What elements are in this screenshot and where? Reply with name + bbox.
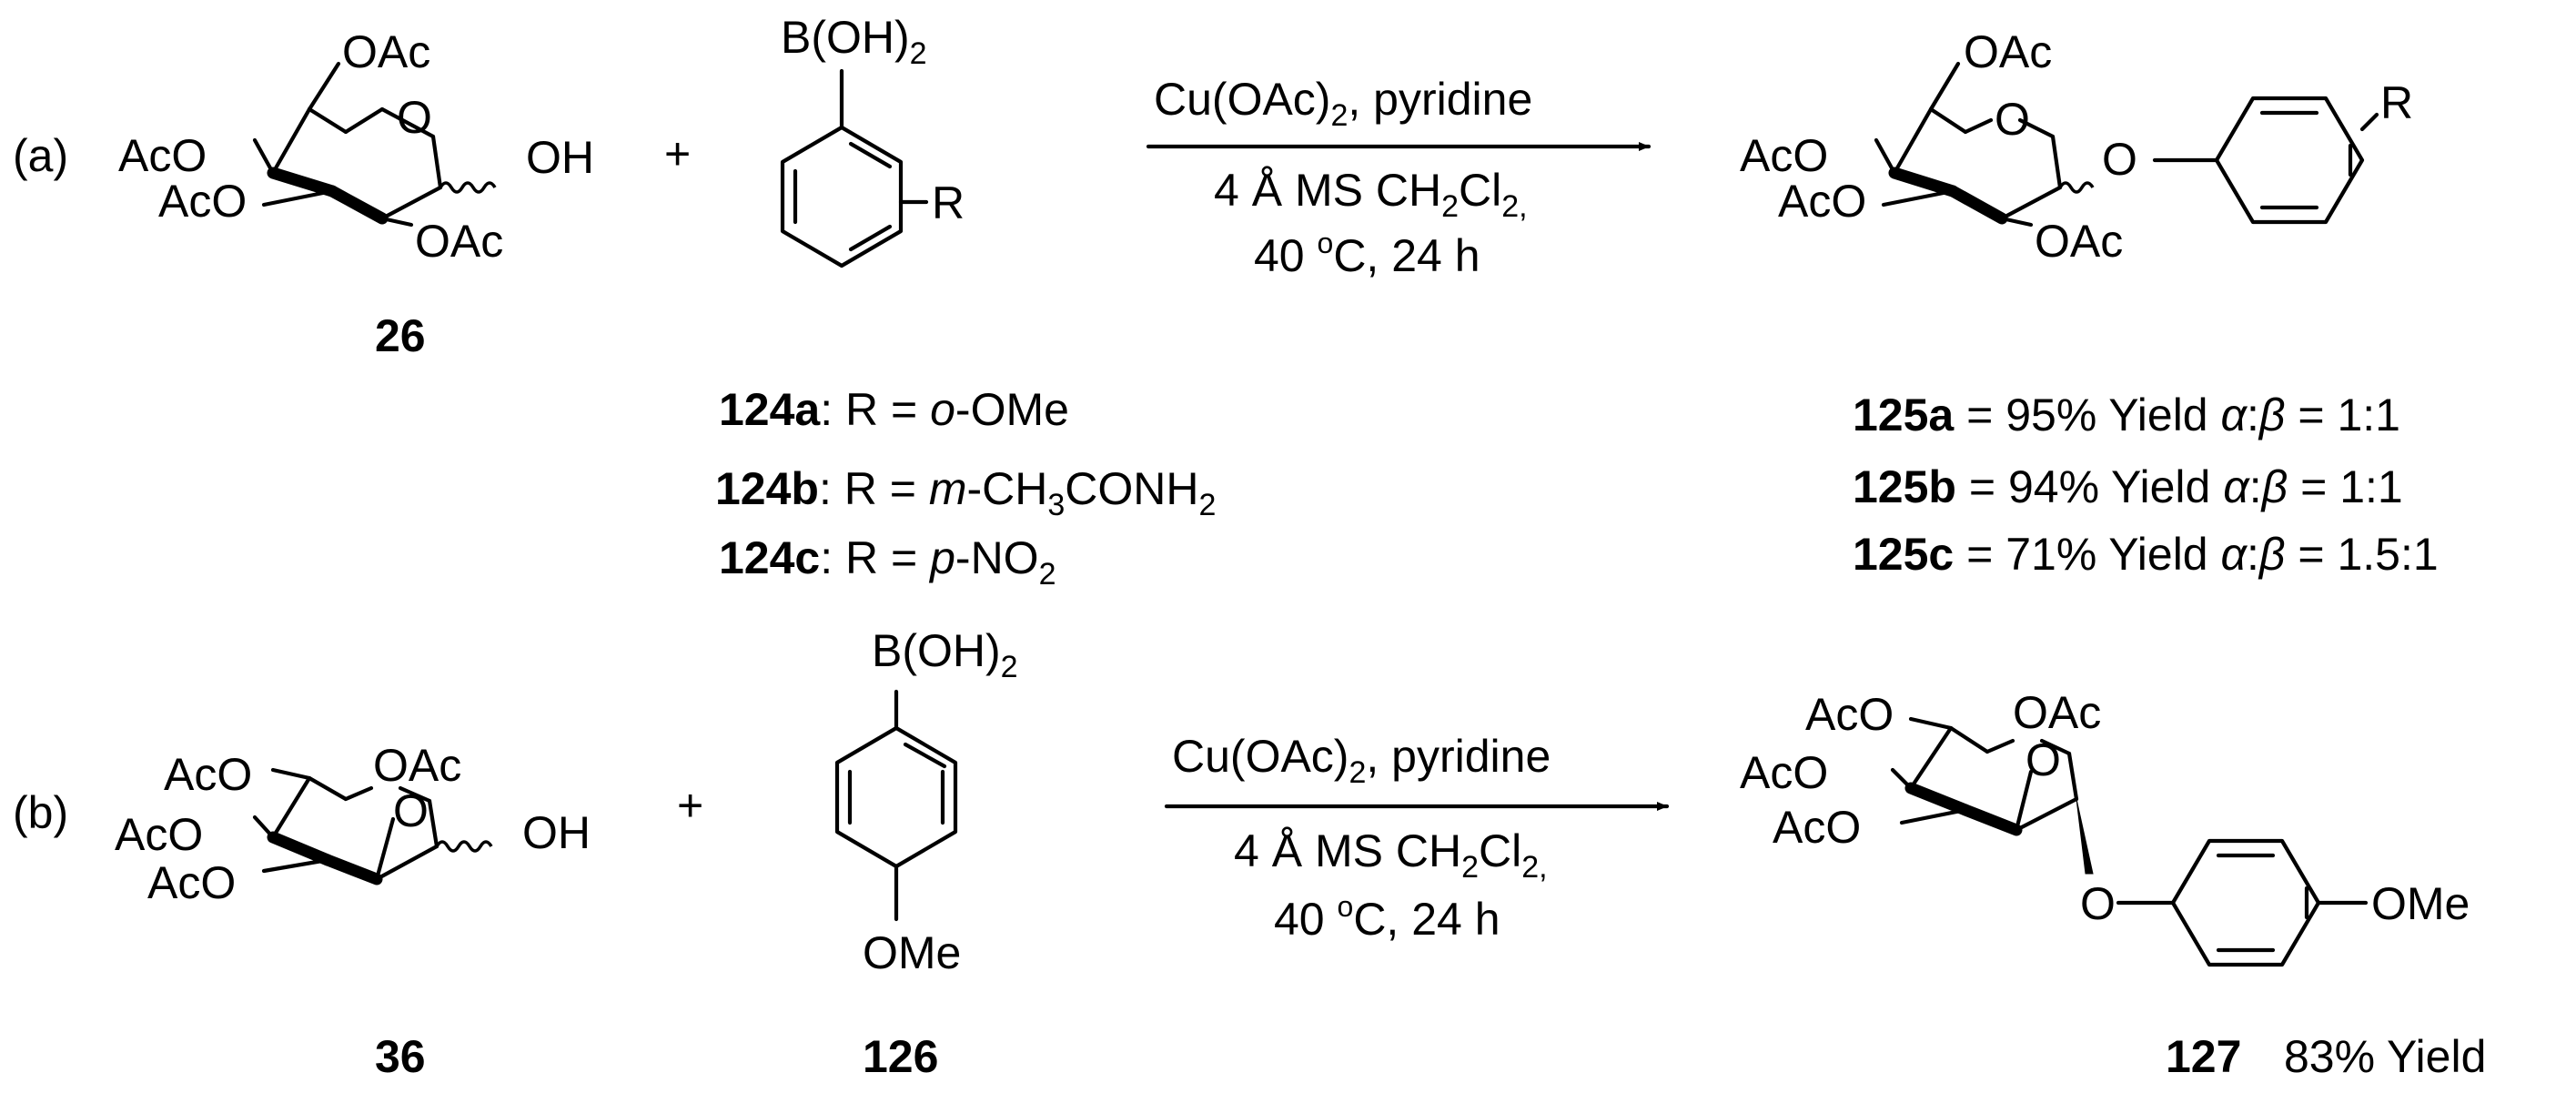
atom-oh: OH	[526, 132, 594, 183]
atom-aco: AcO	[1778, 176, 1866, 227]
ring-oxygen: O	[393, 785, 429, 836]
compound-label-26: 26	[375, 310, 426, 361]
compound-label-127: 127	[2166, 1031, 2241, 1082]
atom-aco: AcO	[1740, 130, 1828, 181]
scheme-a-tag: (a)	[13, 130, 68, 181]
r-group-list: 124a: R = o-OMe 124b: R = m-CH3CONH2 124…	[715, 384, 1216, 592]
atom-r: R	[2380, 77, 2413, 128]
conditions-line3: 40 oC, 24 h	[1274, 890, 1500, 945]
atom-aco: AcO	[164, 749, 252, 800]
conditions-line2: 4 Å MS CH2Cl2,	[1214, 165, 1528, 224]
atom-aco: AcO	[118, 130, 207, 181]
plus-sign: +	[677, 780, 703, 831]
atom-boronic: B(OH)2	[781, 12, 927, 71]
atom-aco: AcO	[1805, 689, 1894, 740]
atom-oac: OAc	[342, 26, 430, 77]
atom-aco: AcO	[115, 809, 203, 860]
result-125b: 125b = 94% Yield α:β = 1:1	[1853, 461, 2403, 512]
result-125c: 125c = 71% Yield α:β = 1.5:1	[1853, 529, 2439, 580]
result-125a: 125a = 95% Yield α:β = 1:1	[1853, 390, 2400, 440]
conditions-line3: 40 oC, 24 h	[1254, 227, 1480, 281]
ring-oxygen: O	[397, 92, 432, 143]
conditions-line2: 4 Å MS CH2Cl2,	[1234, 825, 1548, 885]
atom-ome: OMe	[863, 927, 961, 978]
atom-oh: OH	[522, 807, 591, 858]
atom-oac: OAc	[415, 216, 503, 267]
atom-oac: OAc	[373, 740, 461, 791]
methoxyphenylboronic-acid-structure	[834, 689, 958, 922]
mannose-tetraacetate-structure	[252, 767, 493, 885]
atom-aco: AcO	[158, 176, 247, 227]
aryl-mannoside-product-structure	[1890, 716, 2369, 967]
conditions-line1: Cu(OAc)2, pyridine	[1154, 74, 1532, 133]
product-yield: 83% Yield	[2284, 1031, 2486, 1082]
atom-ome: OMe	[2371, 878, 2470, 929]
r-group-124c: 124c: R = p-NO2	[719, 532, 1056, 592]
atom-oac: OAc	[2013, 687, 2101, 738]
results-list: 125a = 95% Yield α:β = 1:1 125b = 94% Yi…	[1853, 390, 2439, 580]
compound-label-36: 36	[375, 1031, 426, 1082]
atom-r: R	[932, 177, 965, 228]
ring-oxygen: O	[1995, 94, 2030, 145]
ring-oxygen: O	[2025, 734, 2061, 785]
r-group-124b: 124b: R = m-CH3CONH2	[715, 463, 1216, 522]
atom-boronic: B(OH)2	[872, 625, 1018, 684]
aryl-glucoside-product-structure	[1874, 61, 2379, 228]
atom-aco: AcO	[147, 857, 236, 908]
scheme-b-tag: (b)	[13, 787, 68, 838]
conditions-line1: Cu(OAc)2, pyridine	[1172, 731, 1551, 790]
glycosidic-oxygen: O	[2080, 878, 2116, 929]
compound-label-126: 126	[863, 1031, 938, 1082]
glycosidic-oxygen: O	[2102, 134, 2137, 185]
atom-aco: AcO	[1740, 747, 1828, 798]
atom-aco: AcO	[1773, 802, 1861, 853]
atom-oac: OAc	[1964, 26, 2052, 77]
plus-sign: +	[664, 128, 691, 179]
glucose-tetraacetate-structure	[252, 61, 497, 228]
atom-oac: OAc	[2035, 216, 2123, 267]
r-group-124a: 124a: R = o-OMe	[719, 384, 1069, 435]
aryl-boronic-acid-structure	[780, 68, 929, 268]
